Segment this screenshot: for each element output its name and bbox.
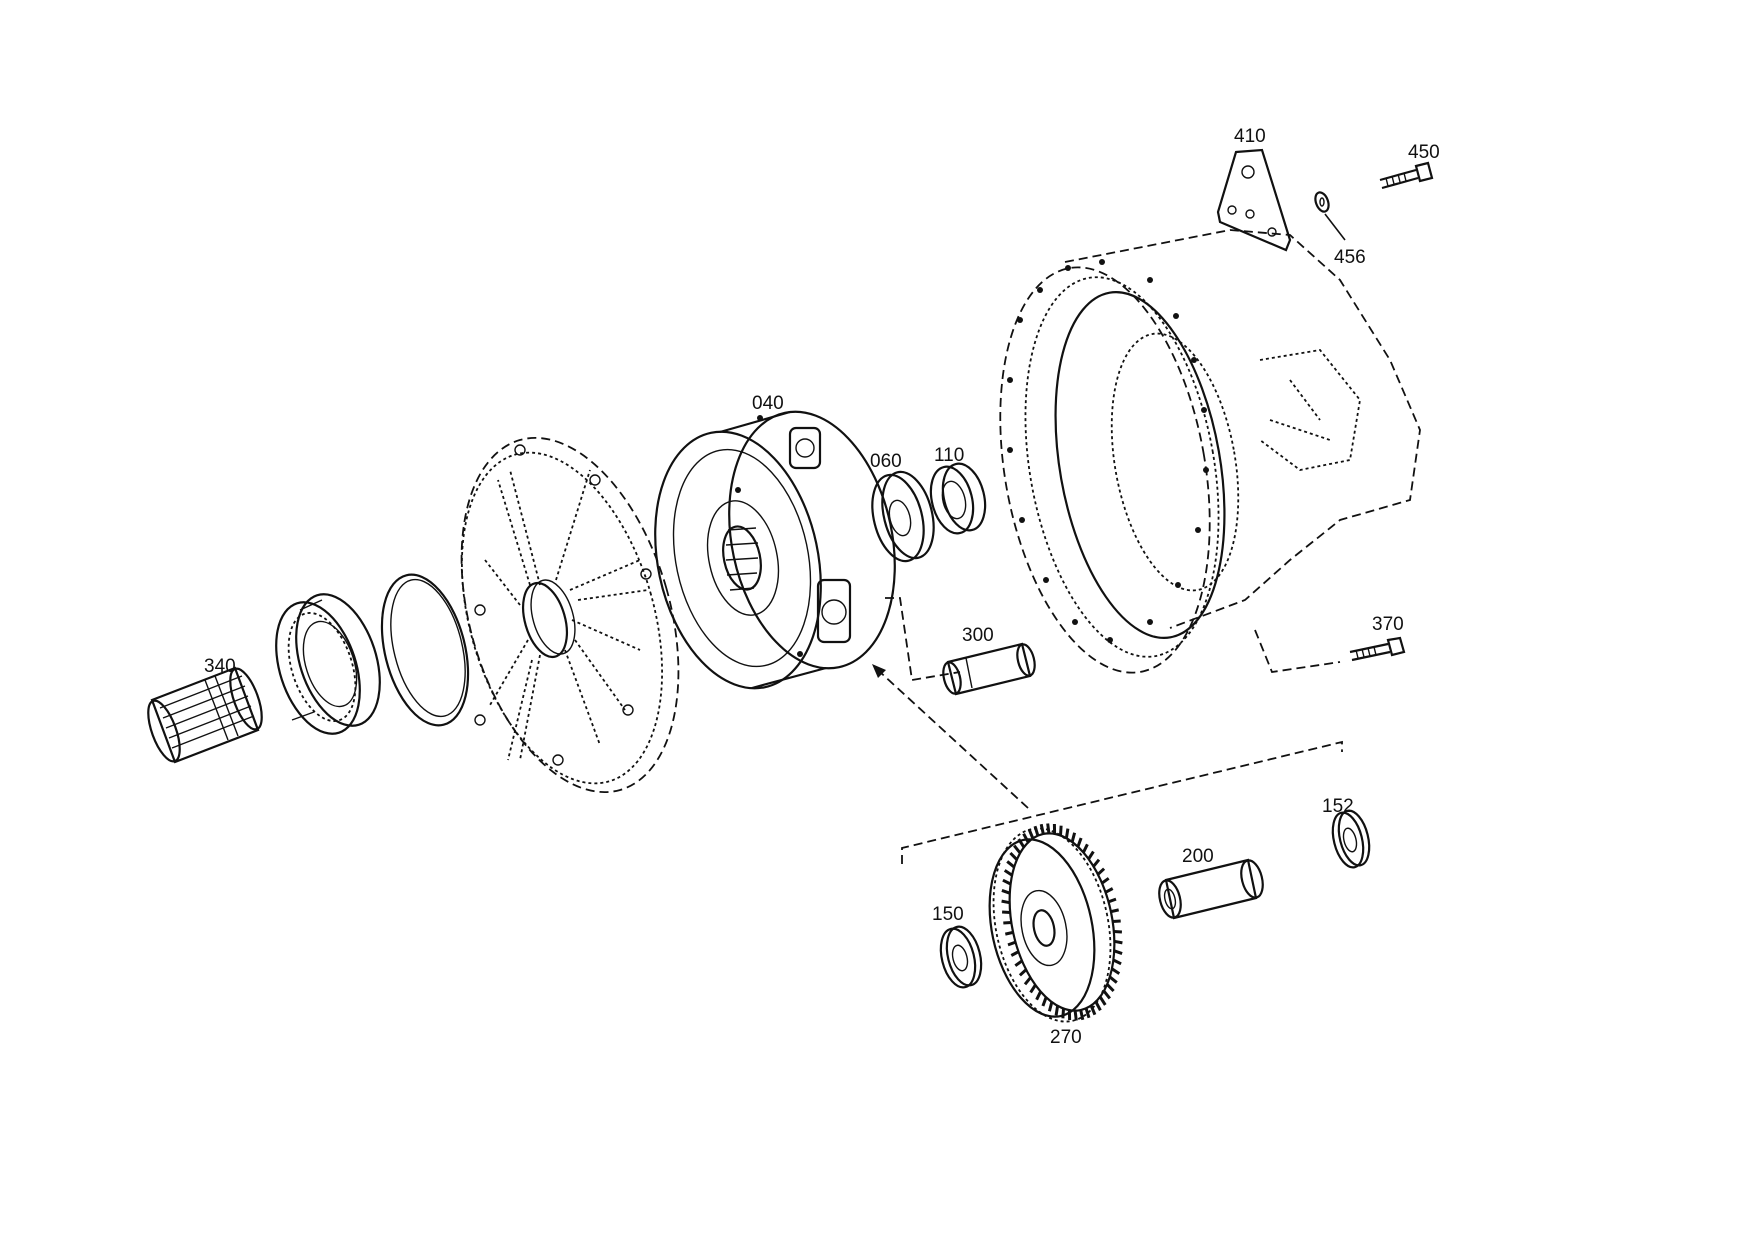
label-040[interactable]: 040 <box>752 393 784 414</box>
gear-tooth <box>1046 823 1051 834</box>
assembly-lines <box>872 213 1346 864</box>
gear-tooth <box>1094 1000 1102 1012</box>
gear-tooth <box>1061 1008 1065 1019</box>
gear-tooth <box>1017 838 1026 849</box>
callout-labels: 040 060 110 300 340 370 410 450 456 152 … <box>204 126 1440 1048</box>
gear-tooth <box>1064 828 1070 839</box>
label-340[interactable]: 340 <box>204 656 236 677</box>
label-200[interactable]: 200 <box>1182 846 1214 867</box>
gear-tooth <box>1079 1009 1085 1021</box>
gear-tooth <box>1003 869 1013 877</box>
gear-tooth <box>1101 877 1110 885</box>
gear-tooth <box>1002 910 1011 914</box>
gear-tooth <box>1112 919 1121 923</box>
gear-tooth <box>1029 984 1037 994</box>
gear-tooth <box>1054 1005 1060 1016</box>
gear-tooth <box>1096 867 1106 876</box>
gear-tooth <box>1112 958 1122 966</box>
gear-tooth <box>1089 1004 1097 1016</box>
housing-flange-holes <box>1007 259 1209 643</box>
gear-tooth <box>1059 825 1063 836</box>
gear-tooth <box>1047 1001 1054 1012</box>
gear-tooth <box>1084 1007 1091 1019</box>
gear-tooth <box>1035 990 1042 1001</box>
part-110-bearing[interactable] <box>924 459 991 538</box>
gear-tooth <box>1114 939 1123 945</box>
part-060-seal[interactable] <box>864 467 942 567</box>
gear-tooth <box>1001 899 1010 905</box>
part-040-housing-assembly[interactable] <box>633 396 918 704</box>
gear-tooth <box>1073 1010 1078 1021</box>
label-370[interactable]: 370 <box>1372 614 1404 635</box>
gear-tooth <box>1007 940 1017 947</box>
label-450[interactable]: 450 <box>1408 142 1440 163</box>
gear-tooth <box>1039 823 1045 835</box>
gear-tooth <box>1003 921 1012 925</box>
label-060[interactable]: 060 <box>870 451 902 472</box>
gear-tooth <box>1102 990 1111 1000</box>
gear-tooth <box>1001 888 1011 895</box>
gearbox-housing[interactable] <box>971 229 1421 689</box>
part-200-sleeve[interactable] <box>1156 858 1267 920</box>
gear-tooth <box>1027 828 1035 840</box>
gear-tooth <box>1098 995 1107 1006</box>
gear-tooth <box>1041 996 1048 1007</box>
gear-tooth <box>1013 844 1022 854</box>
gear-tooth <box>1082 843 1089 854</box>
gear-tooth <box>1107 897 1117 904</box>
label-410[interactable]: 410 <box>1234 126 1266 147</box>
part-340-splined-shaft[interactable] <box>142 665 268 765</box>
gear-tooth <box>1002 878 1012 886</box>
part-456-washer[interactable] <box>1313 191 1331 214</box>
gear-tooth <box>1092 858 1101 868</box>
gear-tooth <box>1014 959 1023 967</box>
part-150-washer[interactable] <box>935 923 987 991</box>
gear-tooth <box>1023 976 1032 986</box>
label-150[interactable]: 150 <box>932 904 964 925</box>
label-300[interactable]: 300 <box>962 625 994 646</box>
part-152-washer[interactable] <box>1328 807 1375 870</box>
gear-tooth <box>1004 930 1014 936</box>
gear-tooth <box>1076 837 1083 848</box>
gear-270-teeth <box>1001 823 1123 1021</box>
gear-tooth <box>1110 908 1120 914</box>
part-410-bracket[interactable] <box>1216 148 1292 252</box>
gear-tooth <box>1087 850 1095 860</box>
gear-tooth <box>1106 983 1115 993</box>
gear-tooth <box>1022 832 1030 844</box>
part-370-screw[interactable] <box>1349 636 1406 662</box>
part-300-pin[interactable] <box>940 642 1037 696</box>
cover-disc[interactable] <box>424 412 717 817</box>
gear-tooth <box>1111 967 1121 975</box>
bearing-left[interactable] <box>261 584 395 745</box>
gear-tooth <box>1018 968 1028 977</box>
gear-tooth <box>1113 949 1123 956</box>
gear-tooth <box>1113 930 1122 934</box>
gear-tooth <box>1104 887 1114 894</box>
label-270[interactable]: 270 <box>1050 1027 1082 1048</box>
gear-tooth <box>1033 825 1040 837</box>
gear-tooth <box>1010 950 1020 957</box>
label-110[interactable]: 110 <box>934 445 964 466</box>
gear-tooth <box>1006 860 1016 869</box>
gear-tooth <box>1070 832 1077 843</box>
label-152[interactable]: 152 <box>1322 796 1354 817</box>
part-450-bolt[interactable] <box>1379 161 1434 190</box>
part-270-gear[interactable] <box>974 817 1129 1032</box>
gear-tooth <box>1108 975 1118 984</box>
label-456[interactable]: 456 <box>1334 247 1366 268</box>
gear-tooth <box>1009 851 1018 861</box>
snap-ring[interactable] <box>368 566 483 735</box>
